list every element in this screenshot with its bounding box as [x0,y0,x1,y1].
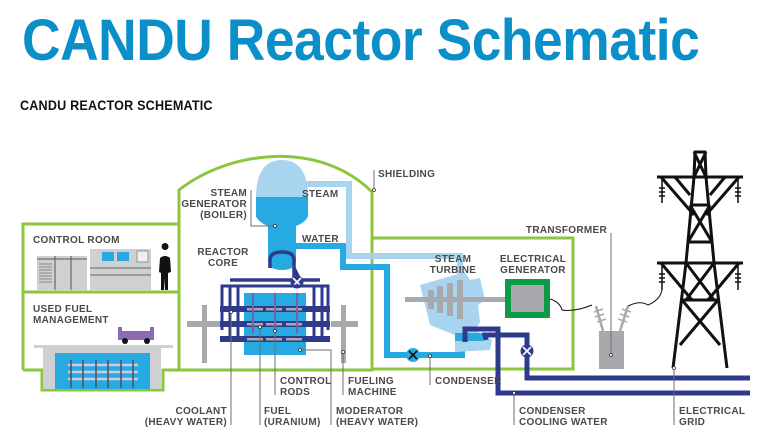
label-electrical-grid-2: GRID [679,417,705,428]
fueling-machine-left [187,305,220,363]
label-shielding: SHIELDING [378,169,435,180]
label-control-rods-1: CONTROL [280,376,332,387]
label-steam-turbine-2: TURBINE [430,265,477,276]
label-electrical-generator-1: ELECTRICAL [500,254,566,265]
label-fueling-machine-1: FUELING [348,376,394,387]
label-electrical-generator-2: GENERATOR [500,265,566,276]
person-silhouette-icon [159,243,171,290]
console-screen [117,252,129,261]
cooling-pump-icon [520,344,534,358]
generator-output-cable [549,298,593,311]
label-condenser-cooling-1: CONDENSER [519,406,586,417]
label-coolant-1: COOLANT [175,406,227,417]
steam-line [306,181,463,280]
condenser-pump-icon [406,348,420,362]
label-used-fuel-management: MANAGEMENT [33,315,109,326]
boiler-water [256,197,308,217]
console-screen [102,252,114,261]
electrical-generator [505,279,550,318]
reactor-building-dome [177,155,374,372]
label-control-room: CONTROL ROOM [33,235,120,246]
transformer [593,289,663,369]
turbine-hall-building [372,236,575,371]
label-moderator-2: (HEAVY WATER) [336,417,418,428]
label-transformer: TRANSFORMER [526,225,608,236]
label-reactor-core-1: REACTOR [197,247,249,258]
label-condenser-cooling-2: COOLING WATER [519,417,608,428]
label-steam-generator-1: STEAM [211,188,248,199]
feedwater-line [296,243,465,358]
transmission-tower-icon [657,150,743,369]
fueling-machine-right [331,305,358,363]
building-outlines [21,155,575,392]
used-fuel-pool-outline [23,368,179,392]
label-electrical-grid-1: ELECTRICAL [679,406,745,417]
leader-lines [230,170,675,425]
label-moderator-1: MODERATOR [336,406,404,417]
label-steam-turbine-1: STEAM [435,254,472,265]
control-room-equipment [37,243,171,290]
label-condenser: CONDENSER [435,376,502,387]
steam-turbine [405,272,513,352]
label-control-rods-2: RODS [280,387,310,398]
label-used-fuel: USED FUEL [33,304,92,315]
label-steam-generator-2: GENERATOR [181,199,247,210]
labels: CONTROL ROOM USED FUEL MANAGEMENT STEAM … [33,169,745,428]
boiler-steam-dome [256,160,308,198]
label-steam: STEAM [302,189,339,200]
label-reactor-core-2: CORE [208,258,238,269]
condenser-cooling-water-lines [462,326,750,396]
label-steam-generator-3: (BOILER) [200,210,247,221]
page-title: CANDU Reactor Schematic [22,8,700,73]
label-fuel-2: (URANIUM) [264,417,321,428]
control-rods [252,293,298,333]
label-coolant-2: (HEAVY WATER) [145,417,227,428]
fuel-transfer-cart-icon [118,327,154,340]
used-fuel-pool [34,327,173,389]
diagram-subtitle: CANDU REACTOR SCHEMATIC [20,97,213,113]
label-water: WATER [302,234,339,245]
control-room-building [21,222,179,370]
label-fuel-1: FUEL [264,406,291,417]
label-fueling-machine-2: MACHINE [348,387,397,398]
leader-dots [229,188,676,395]
